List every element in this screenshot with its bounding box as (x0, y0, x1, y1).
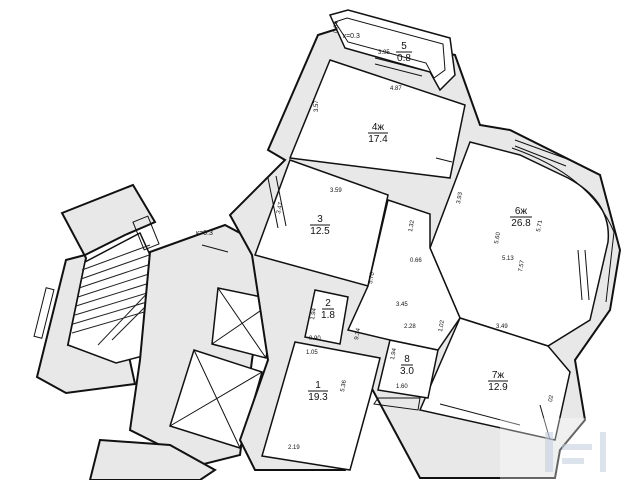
room-2-number: 2 (325, 298, 331, 309)
dim-label: 3.57 (314, 100, 320, 112)
watermark (500, 418, 640, 480)
room-4-number: 4ж (372, 122, 385, 133)
room-1-area: 19.3 (308, 392, 328, 403)
dim-label: 7.57 (518, 259, 526, 272)
dim-label: 3.59 (330, 188, 342, 194)
room-labels: 4ж 17.4 5 0.8 3 12.5 6ж 26.8 7ж 12.9 2 1… (308, 41, 532, 403)
dim-label: 1.94 (390, 347, 398, 360)
dim-label: 3.93 (456, 191, 464, 204)
dim-label: 1.05 (306, 350, 318, 356)
dim-label: 0.90 (309, 336, 321, 342)
dim-label: 2.28 (404, 324, 416, 330)
dim-label: 2.19 (288, 445, 300, 451)
room-3-number: 3 (317, 214, 323, 225)
dim-label: 1.02 (438, 319, 446, 332)
room-1-number: 1 (315, 380, 321, 391)
dim-label: 3.95 (378, 50, 390, 56)
dim-label: 02 (548, 394, 555, 402)
dim-label: 5.70 (368, 271, 376, 284)
room-8-number: 8 (404, 354, 410, 365)
dim-label: 5.60 (494, 231, 502, 244)
dimension-labels: 0.64 3.95 4.87 3.57 3.93 3.59 3.47 1.32 … (276, 21, 555, 451)
dim-label: 3.49 (496, 324, 508, 330)
dim-label: 1.60 (396, 384, 408, 390)
dim-label: 5.36 (340, 379, 348, 392)
room-8-area: 3.0 (400, 366, 414, 377)
room-6-number: 6ж (515, 206, 528, 217)
dim-label: 5.13 (502, 256, 514, 262)
dim-label: 0.64 (334, 21, 340, 33)
dim-label: 1.94 (310, 307, 318, 320)
dim-label: 9.34 (354, 327, 362, 340)
room-5-area: 0.8 (397, 53, 411, 64)
apartment (201, 9, 622, 479)
coefficient-note-stair: к=0.3 (196, 230, 213, 237)
room-2-area: 1.8 (321, 310, 335, 321)
room-3-area: 12.5 (310, 226, 330, 237)
room-6-area: 26.8 (511, 218, 531, 229)
dim-label: 3.47 (276, 201, 284, 214)
dim-label: 4.87 (390, 86, 402, 92)
dim-label: 5.71 (536, 219, 544, 232)
coefficient-note-balcony: к=0.3 (343, 33, 360, 40)
room-4-area: 17.4 (368, 134, 388, 145)
entry-details (88, 438, 217, 480)
dim-label: 1.32 (408, 219, 416, 232)
room-7-area: 12.9 (488, 382, 508, 393)
dim-label: 3.45 (396, 302, 408, 308)
coefficient-notes: к=0.3 к=0.3 (196, 33, 360, 237)
room-5-number: 5 (401, 41, 407, 52)
dim-label: 0.66 (410, 258, 422, 264)
room-7-number: 7ж (492, 370, 505, 381)
